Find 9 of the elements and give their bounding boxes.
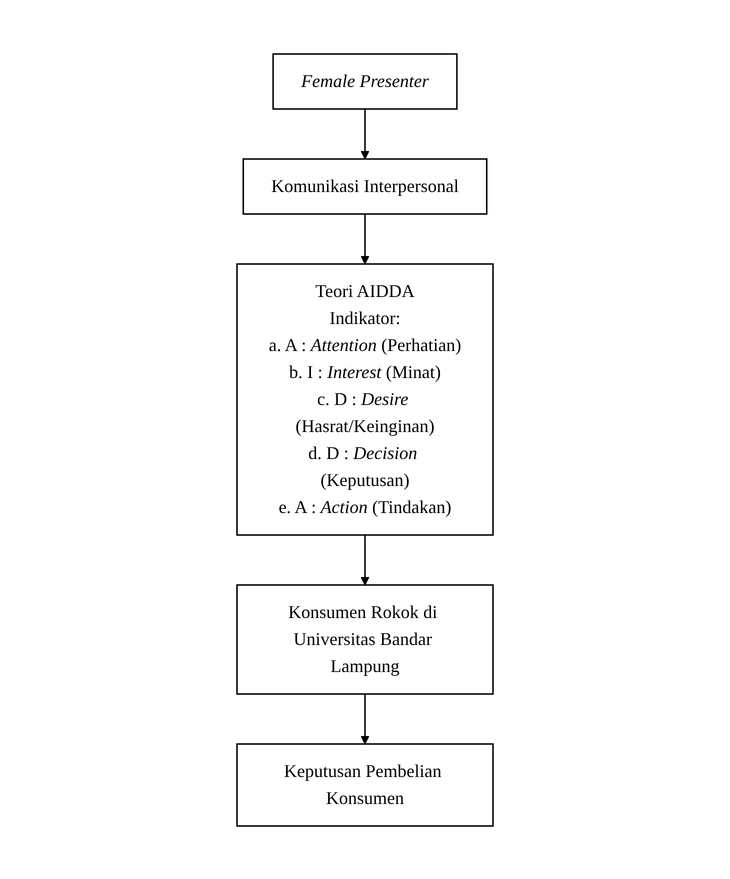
- node-box: Female Presenter: [272, 52, 458, 110]
- node-box: Konsumen Rokok di Universitas Bandar Lampung: [236, 584, 494, 694]
- node-box: Keputusan Pembelian Konsumen: [236, 742, 494, 826]
- node-box: Komunikasi Interpersonal: [242, 158, 488, 214]
- arrow: [360, 534, 370, 585]
- node-box: Teori AIDDA Indikator: a. A : Attention (Perhatian) b. I : Interest (Minat) c. D : Desire (Hasrat/Keinginan) d. D : Decision (Keputusan) e. A : Action (Tindakan): [236, 262, 494, 536]
- arrow: [360, 694, 370, 744]
- arrow: [360, 214, 370, 264]
- arrow: [360, 108, 370, 159]
